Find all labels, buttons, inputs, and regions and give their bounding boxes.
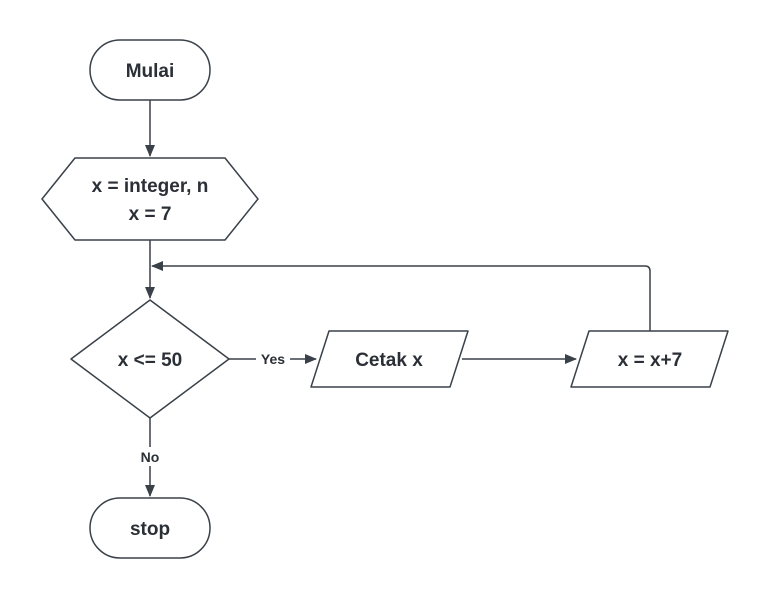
decision-node: x <= 50 [70,299,230,419]
stop-node: stop [89,497,211,559]
init-node: x = integer, n x = 7 [41,157,259,241]
increment-node: x = x+7 [570,330,729,388]
start-node: Mulai [89,39,211,101]
start-node-label: Mulai [126,61,175,82]
edge-label-no: No [141,449,160,465]
init-node-line1: x = integer, n [92,176,209,197]
init-node-line2: x = 7 [129,204,172,225]
edge-label-yes: Yes [261,351,285,367]
connector-loop-back [151,261,651,331]
print-node: Cetak x [310,330,469,388]
print-node-label: Cetak x [355,350,423,371]
stop-node-label: stop [130,519,170,540]
decision-node-label: x <= 50 [118,350,182,371]
increment-node-label: x = x+7 [618,350,682,371]
